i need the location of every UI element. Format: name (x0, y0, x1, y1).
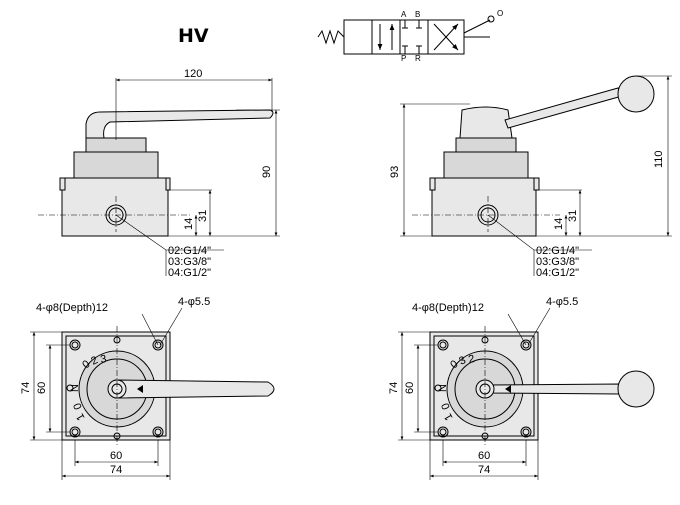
dial-char-2: 3 (99, 353, 107, 366)
valve-cap-r (443, 151, 529, 179)
dim-text-31: 31 (197, 210, 209, 222)
hole-inner (71, 341, 79, 349)
port-note-1: 02:G1/4" (168, 245, 211, 257)
dial-char-3: 0 (71, 401, 84, 411)
dim-text-90: 90 (261, 166, 273, 178)
dim-text-31-r: 31 (567, 210, 579, 222)
symbol-box-3 (399, 19, 429, 55)
dim-text-74v: 74 (20, 382, 32, 394)
hole-note-1-r: 4-φ8(Depth)12 (412, 302, 484, 314)
symbol-port-p: P (401, 54, 406, 63)
symbol-port-b: B (415, 10, 420, 19)
port-note-2-r: 03:G3/8" (536, 256, 579, 268)
dial-char-2-r: 2 (467, 353, 475, 366)
handle-body-r (459, 106, 513, 139)
hole-outer (152, 426, 164, 438)
dial-char-1-r: 3 (457, 354, 468, 367)
dim-text-74h-r: 74 (478, 464, 490, 476)
symbol-box-1 (343, 19, 373, 55)
dial-pointer-icon (137, 385, 143, 393)
dim-text-93: 93 (389, 166, 401, 178)
hole-note-2-r: 4-φ5.5 (546, 296, 578, 308)
dial-pointer-icon-r (505, 385, 511, 393)
hole-side (66, 384, 74, 392)
hole-leader-1 (141, 313, 159, 346)
hole-inner (154, 428, 162, 436)
hole-outer (520, 426, 532, 438)
front-view-left: 120 90 14 31 02:G1/4" 03:G3/8" 04:G1/2" (38, 68, 280, 279)
port-note-2: 03:G3/8" (168, 256, 211, 268)
hole-note-2: 4-φ5.5 (178, 296, 210, 308)
cross-arrow-2 (433, 23, 459, 51)
valve-lever (85, 109, 274, 139)
dim-text-110: 110 (653, 150, 665, 168)
symbol-box-2 (371, 19, 401, 55)
symbol-port-a: A (401, 10, 407, 19)
spring-symbol (317, 29, 345, 45)
valve-symbol: A B P R O (317, 9, 503, 63)
port-note-3: 04:G1/2" (168, 267, 211, 279)
valve-cap (73, 151, 159, 179)
hole-inner (439, 428, 447, 436)
base-lip-right (165, 177, 171, 191)
hole-side (434, 384, 442, 392)
top-view-right: 0 3 2 0 1 N 4-φ8(Depth)12 4-φ5.5 74 60 6… (388, 296, 655, 480)
dial-char-4-r: 1 (442, 411, 455, 422)
base-lip-left (59, 177, 66, 191)
hole-outer (520, 339, 532, 351)
dim-text-74v-r: 74 (388, 382, 400, 394)
port-note-1-r: 02:G1/4" (536, 245, 579, 257)
base-lip-left-r (429, 177, 436, 191)
valve-hub-r (455, 137, 517, 153)
valve-hub (85, 137, 147, 153)
dial-char-3-r: 0 (439, 401, 452, 411)
dim-text-74h: 74 (110, 464, 122, 476)
base-lip-right-r (533, 177, 540, 191)
dim-text-60h: 60 (110, 450, 122, 462)
lever-arm-r (504, 87, 623, 129)
lever-ball-r (617, 75, 655, 113)
dial-char-1: 2 (89, 354, 100, 367)
drawing-title: HV (178, 25, 209, 47)
dial-char-4: 1 (74, 411, 87, 422)
symbol-lever-knob (487, 15, 495, 23)
top-lever (114, 379, 275, 399)
dim-text-60v-r: 60 (404, 382, 416, 394)
symbol-lever (463, 19, 491, 34)
hole-inner (522, 341, 530, 349)
symbol-port-o: O (497, 9, 503, 18)
hole-note-1: 4-φ8(Depth)12 (36, 302, 108, 314)
hole-leader-2-r (527, 307, 551, 346)
dim-text-14: 14 (183, 218, 195, 230)
top-view-left: 0 2 3 0 1 N 4-φ8(Depth)12 4-φ5.5 74 60 6… (20, 296, 275, 480)
hole-leader-1-r (507, 313, 527, 346)
top-lever-ball-r (617, 370, 655, 408)
hole-outer (152, 339, 164, 351)
hole-inner (522, 428, 530, 436)
symbol-port-r: R (415, 54, 421, 63)
dim-text-60v: 60 (36, 382, 48, 394)
dial-char-5: N (69, 384, 81, 392)
dim-text-120: 120 (184, 68, 202, 80)
dim-text-60h-r: 60 (478, 450, 490, 462)
dim-text-14-r: 14 (553, 218, 565, 230)
hole-leader-2 (159, 307, 183, 346)
front-view-right: 93 110 14 31 02:G1/4" 03:G3/8" 04:G1/2" (389, 75, 672, 279)
hole-inner (439, 341, 447, 349)
hole-inner (154, 341, 162, 349)
port-note-3-r: 04:G1/2" (536, 267, 579, 279)
hole-inner (71, 428, 79, 436)
dial-char-5-r: N (437, 384, 449, 392)
